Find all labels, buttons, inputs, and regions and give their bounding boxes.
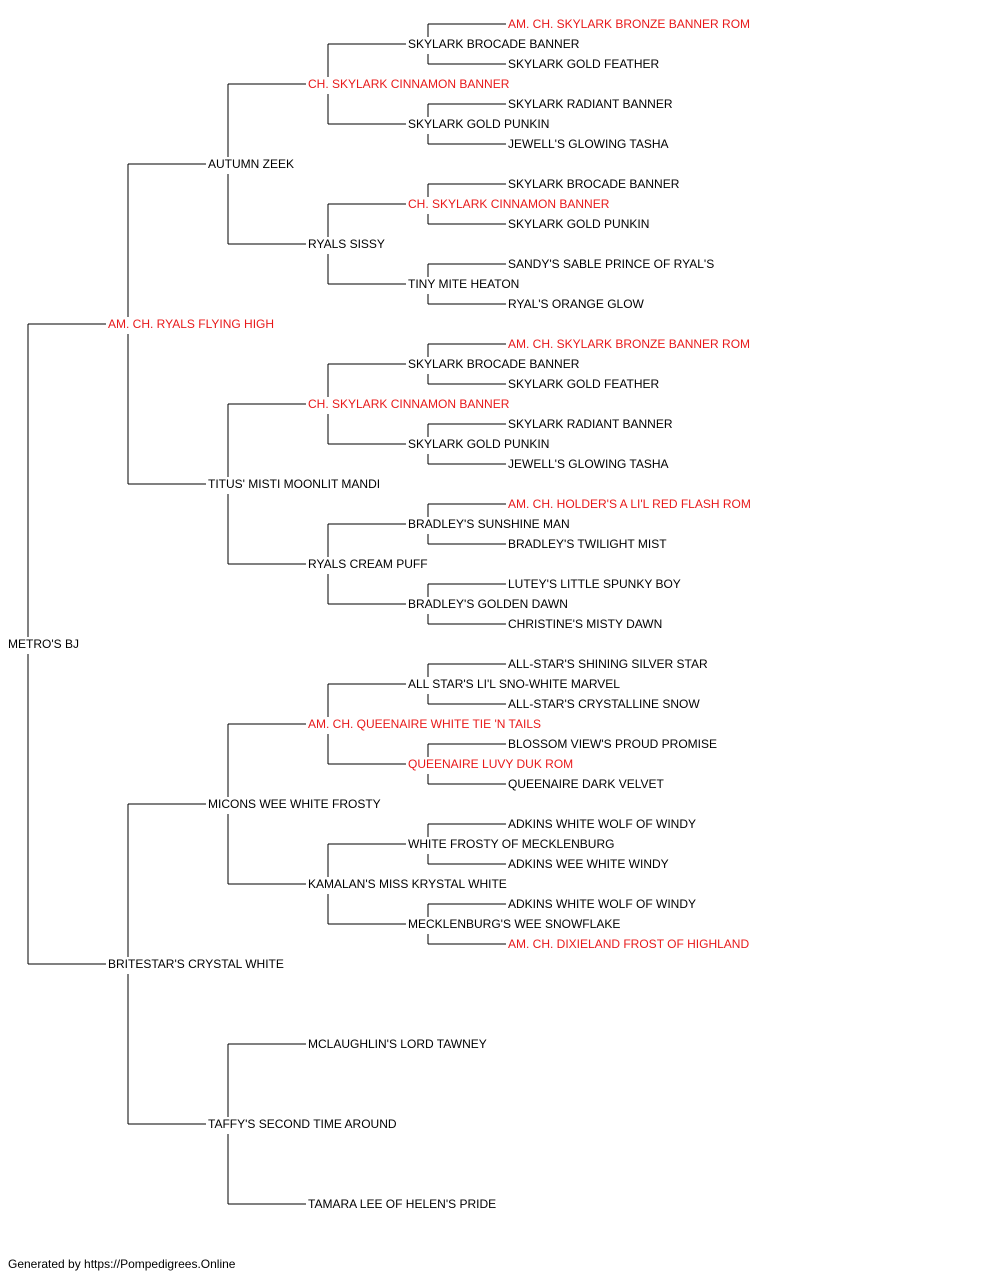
dog-name-pedigree.sire.dam.sire.dam.sire: SKYLARK RADIANT BANNER xyxy=(508,417,673,431)
dog-name-pedigree.sire.sire.dam.dam: TINY MITE HEATON xyxy=(408,277,519,291)
dog-name-pedigree.sire.sire.dam.sire.sire: SKYLARK BROCADE BANNER xyxy=(508,177,680,191)
dog-name-pedigree.sire.dam.sire.sire.dam: SKYLARK GOLD FEATHER xyxy=(508,377,659,391)
dog-name-pedigree.sire.sire.sire.sire.sire: AM. CH. SKYLARK BRONZE BANNER ROM xyxy=(508,17,750,31)
dog-name-pedigree.sire.dam.dam.dam: BRADLEY'S GOLDEN DAWN xyxy=(408,597,568,611)
dog-name-pedigree.sire.sire.sire.dam: SKYLARK GOLD PUNKIN xyxy=(408,117,549,131)
dog-name-pedigree.sire.sire: AUTUMN ZEEK xyxy=(208,157,294,171)
pedigree-tree: METRO'S BJ AM. CH. RYALS FLYING HIGH AUTUM… xyxy=(8,17,751,1211)
dog-name-pedigree: METRO'S BJ xyxy=(8,637,79,651)
dog-name-pedigree.dam.sire.sire.sire.sire: ALL-STAR'S SHINING SILVER STAR xyxy=(508,657,708,671)
dog-name-pedigree.dam.dam: TAFFY'S SECOND TIME AROUND xyxy=(208,1117,397,1131)
dog-name-pedigree.dam.dam.sire: MCLAUGHLIN'S LORD TAWNEY xyxy=(308,1037,487,1051)
dog-name-pedigree.sire.sire.sire.dam.dam: JEWELL'S GLOWING TASHA xyxy=(508,137,669,151)
dog-name-pedigree.sire.sire.sire.sire.dam: SKYLARK GOLD FEATHER xyxy=(508,57,659,71)
dog-name-pedigree.sire.dam.sire.sire.sire: AM. CH. SKYLARK BRONZE BANNER ROM xyxy=(508,337,750,351)
dog-name-pedigree.sire.sire.dam.sire.dam: SKYLARK GOLD PUNKIN xyxy=(508,217,649,231)
dog-name-pedigree.sire.dam.sire.dam.dam: JEWELL'S GLOWING TASHA xyxy=(508,457,669,471)
dog-name-pedigree.dam.sire.dam: KAMALAN'S MISS KRYSTAL WHITE xyxy=(308,877,507,891)
dog-name-pedigree.sire.dam.sire: CH. SKYLARK CINNAMON BANNER xyxy=(308,397,510,411)
dog-name-pedigree.sire.sire.dam.dam.sire: SANDY'S SABLE PRINCE OF RYAL'S xyxy=(508,257,714,271)
dog-name-pedigree.sire: AM. CH. RYALS FLYING HIGH xyxy=(108,317,274,331)
dog-name-pedigree.dam.sire.sire: AM. CH. QUEENAIRE WHITE TIE 'N TAILS xyxy=(308,717,541,731)
dog-name-pedigree.sire.dam.sire.dam: SKYLARK GOLD PUNKIN xyxy=(408,437,549,451)
dog-name-pedigree.sire.dam.dam.sire.dam: BRADLEY'S TWILIGHT MIST xyxy=(508,537,667,551)
dog-name-pedigree.dam.dam.dam: TAMARA LEE OF HELEN'S PRIDE xyxy=(308,1197,496,1211)
dog-name-pedigree.dam.sire.dam.dam.sire: ADKINS WHITE WOLF OF WINDY xyxy=(508,897,696,911)
dog-name-pedigree.sire.sire.dam.sire: CH. SKYLARK CINNAMON BANNER xyxy=(408,197,610,211)
dog-name-pedigree.sire.dam.dam.sire: BRADLEY'S SUNSHINE MAN xyxy=(408,517,570,531)
dog-name-pedigree.sire.sire.dam.dam.dam: RYAL'S ORANGE GLOW xyxy=(508,297,645,311)
dog-name-pedigree.dam.sire.sire.dam.sire: BLOSSOM VIEW'S PROUD PROMISE xyxy=(508,737,717,751)
dog-name-pedigree.sire.dam.dam: RYALS CREAM PUFF xyxy=(308,557,428,571)
dog-name-pedigree.dam: BRITESTAR'S CRYSTAL WHITE xyxy=(108,957,284,971)
dog-name-pedigree.sire.sire.sire.sire: SKYLARK BROCADE BANNER xyxy=(408,37,580,51)
dog-name-pedigree.sire.sire.sire.dam.sire: SKYLARK RADIANT BANNER xyxy=(508,97,673,111)
dog-name-pedigree.dam.sire.dam.sire: WHITE FROSTY OF MECKLENBURG xyxy=(408,837,614,851)
dog-name-pedigree.dam.sire: MICONS WEE WHITE FROSTY xyxy=(208,797,381,811)
dog-name-pedigree.dam.sire.sire.sire: ALL STAR'S LI'L SNO-WHITE MARVEL xyxy=(408,677,620,691)
dog-name-pedigree.dam.sire.dam.sire.dam: ADKINS WEE WHITE WINDY xyxy=(508,857,669,871)
generated-by-footer: Generated by https://Pompedigrees.Online xyxy=(8,1257,236,1271)
dog-name-pedigree.sire.dam.sire.sire: SKYLARK BROCADE BANNER xyxy=(408,357,580,371)
dog-name-pedigree.dam.sire.sire.dam.dam: QUEENAIRE DARK VELVET xyxy=(508,777,664,791)
dog-name-pedigree.dam.sire.dam.sire.sire: ADKINS WHITE WOLF OF WINDY xyxy=(508,817,696,831)
dog-name-pedigree.sire.sire.sire: CH. SKYLARK CINNAMON BANNER xyxy=(308,77,510,91)
dog-name-pedigree.dam.sire.dam.dam.dam: AM. CH. DIXIELAND FROST OF HIGHLAND xyxy=(508,937,749,951)
dog-name-pedigree.sire.dam: TITUS' MISTI MOONLIT MANDI xyxy=(208,477,380,491)
dog-name-pedigree.dam.sire.dam.dam: MECKLENBURG'S WEE SNOWFLAKE xyxy=(408,917,620,931)
dog-name-pedigree.dam.sire.sire.dam: QUEENAIRE LUVY DUK ROM xyxy=(408,757,573,771)
dog-name-pedigree.dam.sire.sire.sire.dam: ALL-STAR'S CRYSTALLINE SNOW xyxy=(508,697,700,711)
dog-name-pedigree.sire.dam.dam.dam.sire: LUTEY'S LITTLE SPUNKY BOY xyxy=(508,577,681,591)
dog-name-pedigree.sire.sire.dam: RYALS SISSY xyxy=(308,237,385,251)
dog-name-pedigree.sire.dam.dam.sire.sire: AM. CH. HOLDER'S A LI'L RED FLASH ROM xyxy=(508,497,751,511)
dog-name-pedigree.sire.dam.dam.dam.dam: CHRISTINE'S MISTY DAWN xyxy=(508,617,662,631)
